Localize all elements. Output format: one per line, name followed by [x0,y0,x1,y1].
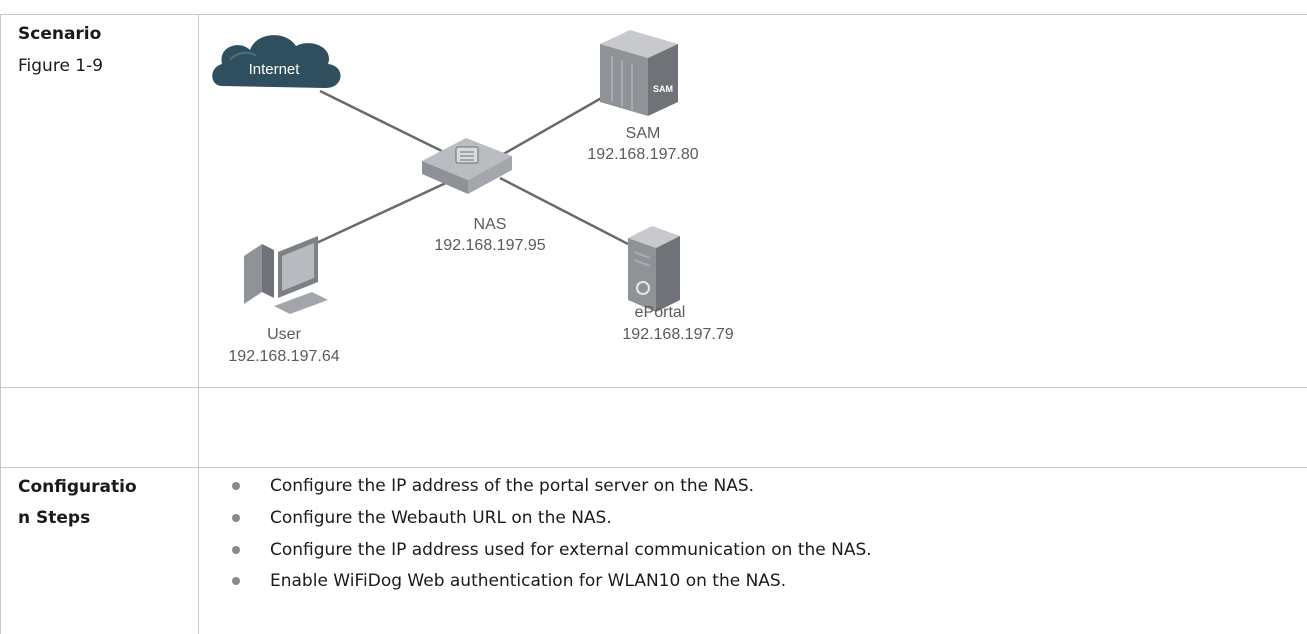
config-step-text: Configure the IP address of the portal s… [270,476,755,496]
nas-name: NAS [474,216,507,233]
list-item: Configure the Webauth URL on the NAS. [232,503,612,533]
table-divider [0,387,1307,388]
bullet-icon [232,514,240,522]
config-step-text: Configure the IP address used for extern… [270,540,872,560]
bullet-icon [232,546,240,554]
config-steps-label-line1: Configuratio [18,477,137,497]
eportal-server-icon [628,226,680,312]
link-nas-eportal [499,176,629,246]
nas-switch-icon [422,138,512,194]
bullet-icon [232,482,240,490]
config-steps-label-line2: n Steps [18,508,91,528]
config-step-text: Configure the Webauth URL on the NAS. [270,508,612,528]
list-item: Enable WiFiDog Web authentication for WL… [232,566,786,596]
table-border-left [0,14,1,634]
list-item: Configure the IP address used for extern… [232,535,872,565]
network-diagram: Internet SAM SAM 192.168.197.80 NAS 192.… [212,30,734,365]
internet-cloud-icon: Internet [212,35,341,88]
sam-name: SAM [626,125,661,142]
sam-server-icon: SAM [600,30,678,116]
link-nas-user [309,180,449,248]
link-nas-sam [499,90,613,158]
table-border-top [0,14,1307,15]
table-divider [0,467,1307,468]
user-name: User [267,326,301,343]
config-step-text: Enable WiFiDog Web authentication for WL… [270,571,787,591]
sam-box-text: SAM [653,84,673,94]
sam-ip: 192.168.197.80 [587,146,698,163]
link-internet-nas [319,89,463,163]
scenario-label: Scenario [18,24,102,44]
user-ip: 192.168.197.64 [228,348,339,365]
eportal-ip: 192.168.197.79 [622,326,733,343]
nas-ip: 192.168.197.95 [434,237,545,254]
internet-label: Internet [249,61,301,78]
user-computer-icon [244,236,328,314]
eportal-name: ePortal [635,304,686,321]
bullet-icon [232,577,240,585]
figure-reference: Figure 1-9 [18,56,104,76]
list-item: Configure the IP address of the portal s… [232,471,754,501]
table-column-divider [198,14,199,634]
